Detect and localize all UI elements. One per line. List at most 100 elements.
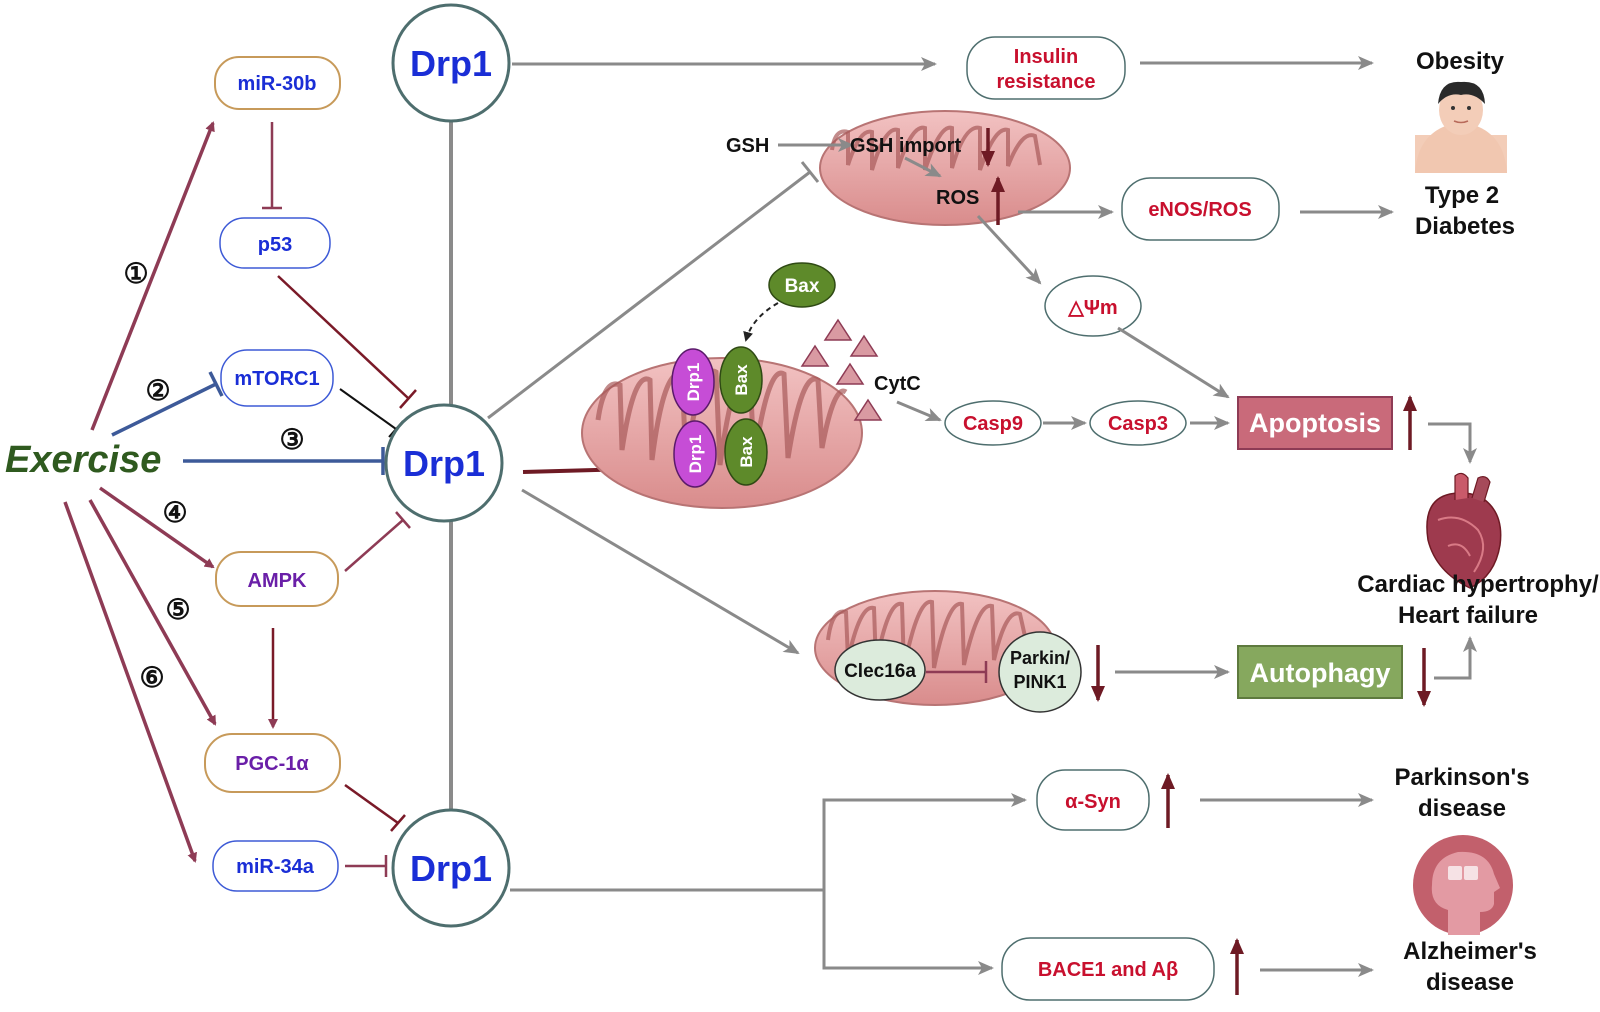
svg-text:eNOS/ROS: eNOS/ROS bbox=[1148, 199, 1251, 221]
heart-icon bbox=[1426, 472, 1502, 589]
svg-text:Drp1: Drp1 bbox=[410, 43, 492, 84]
gsh-label: GSH bbox=[726, 135, 769, 157]
drp1-protein-lower: Drp1 bbox=[673, 420, 717, 488]
ros-label: ROS bbox=[936, 187, 979, 209]
type2-label-line1: Type 2 bbox=[1425, 182, 1499, 209]
svg-text:Bax: Bax bbox=[785, 276, 820, 297]
insulin-resistance-node: Insulin resistance bbox=[966, 36, 1126, 100]
svg-text:Clec16a: Clec16a bbox=[844, 661, 916, 682]
delta-psi-node: △Ψm bbox=[1044, 275, 1142, 337]
mitochondrion-middle bbox=[581, 357, 863, 509]
alzheimers-label-line1: Alzheimer's bbox=[1403, 938, 1537, 965]
svg-text:α-Syn: α-Syn bbox=[1065, 791, 1121, 813]
pathway-number-4: ④ bbox=[162, 497, 187, 528]
svg-text:BACE1 and Aβ: BACE1 and Aβ bbox=[1038, 959, 1178, 981]
svg-text:Insulin: Insulin bbox=[1014, 46, 1078, 68]
ampk-node: AMPK bbox=[215, 551, 339, 607]
cytc-label: CytC bbox=[874, 373, 921, 395]
ros-to-delta-psi-arrow bbox=[976, 214, 1042, 285]
svg-text:Autophagy: Autophagy bbox=[1250, 658, 1391, 688]
mitochondrion-top bbox=[819, 110, 1071, 226]
pathway-number-5: ⑤ bbox=[165, 594, 190, 625]
bace1-node: BACE1 and Aβ bbox=[1001, 937, 1215, 1001]
parkin-pink1-node: Parkin/ PINK1 bbox=[998, 631, 1082, 713]
clec16a-node: Clec16a bbox=[834, 639, 926, 701]
autophagy-node: Autophagy bbox=[1237, 645, 1403, 699]
pathway-number-1: ① bbox=[123, 258, 148, 289]
alzheimers-label-line2: disease bbox=[1426, 969, 1514, 996]
cardiac-label-line1: Cardiac hypertrophy/ bbox=[1357, 571, 1599, 598]
apoptosis-to-heart-arrow bbox=[1428, 422, 1477, 464]
drp1-inhibits-gsh-import-bar bbox=[800, 161, 820, 183]
drp1-circle-top: Drp1 bbox=[391, 3, 511, 123]
mir34a-node: miR-34a bbox=[212, 840, 339, 892]
brain-head-icon bbox=[1413, 835, 1513, 935]
bax-free-protein: Bax bbox=[768, 262, 836, 308]
svg-text:AMPK: AMPK bbox=[248, 570, 307, 592]
ampk-inhibits-drp1 bbox=[344, 511, 411, 572]
svg-text:Bax: Bax bbox=[732, 364, 751, 396]
casp3-node: Casp3 bbox=[1089, 400, 1187, 446]
svg-text:miR-30b: miR-30b bbox=[238, 73, 317, 95]
exercise-inhibits-drp1 bbox=[183, 447, 385, 475]
pgc1a-node: PGC-1α bbox=[204, 733, 341, 793]
exercise-to-mir34a-arrow bbox=[63, 501, 197, 863]
exercise-to-ampk-arrow bbox=[98, 486, 215, 569]
mir34a-inhibits-drp1 bbox=[345, 855, 388, 877]
drp1-circle-middle: Drp1 bbox=[384, 403, 504, 523]
mtorc1-node: mTORC1 bbox=[220, 349, 334, 407]
bax-protein-upper: Bax bbox=[719, 346, 763, 414]
pathway-number-3: ③ bbox=[279, 424, 304, 455]
svg-text:p53: p53 bbox=[258, 234, 292, 256]
exercise-to-pgc1a-arrow bbox=[88, 499, 217, 726]
drp1-to-bace1-connector bbox=[822, 890, 994, 975]
mir30b-inhibits-p53 bbox=[262, 122, 282, 210]
autophagy-to-heart-arrow bbox=[1434, 636, 1477, 680]
svg-text:PINK1: PINK1 bbox=[1013, 672, 1066, 692]
bax-recruitment-dashed-arrow bbox=[743, 302, 779, 342]
clec16a-inhibits-parkin bbox=[926, 661, 988, 683]
delta-psi-to-apoptosis-arrow bbox=[1117, 326, 1230, 399]
obesity-label: Obesity bbox=[1416, 48, 1505, 75]
drp1-to-neuro-connector bbox=[510, 793, 1027, 892]
drp1-inhibits-gsh-import-line bbox=[487, 170, 811, 420]
p53-inhibits-drp1 bbox=[277, 275, 417, 409]
svg-text:Drp1: Drp1 bbox=[403, 443, 485, 484]
svg-text:Drp1: Drp1 bbox=[410, 848, 492, 889]
mtorc1-inhibits-drp1 bbox=[339, 388, 404, 438]
bax-protein-lower: Bax bbox=[724, 418, 768, 486]
pathway-number-6: ⑥ bbox=[139, 662, 164, 693]
drp1-protein-upper: Drp1 bbox=[671, 348, 715, 416]
svg-text:PGC-1α: PGC-1α bbox=[235, 753, 309, 775]
drp1-to-autophagy-mito-arrow bbox=[521, 488, 800, 655]
asyn-node: α-Syn bbox=[1036, 769, 1150, 831]
gsh-import-label: GSH import bbox=[850, 135, 961, 157]
casp9-node: Casp9 bbox=[944, 400, 1042, 446]
exercise-inhibits-mtorc1 bbox=[111, 371, 224, 437]
svg-text:Casp9: Casp9 bbox=[963, 413, 1023, 435]
exercise-to-mir30b-arrow bbox=[90, 121, 215, 431]
svg-text:mTORC1: mTORC1 bbox=[234, 368, 319, 390]
exercise-label: Exercise bbox=[5, 439, 161, 481]
svg-text:resistance: resistance bbox=[997, 71, 1096, 93]
svg-text:Drp1: Drp1 bbox=[684, 363, 703, 402]
p53-node: p53 bbox=[219, 217, 331, 269]
cytc-triangles bbox=[800, 318, 883, 421]
drp1-circle-bottom: Drp1 bbox=[391, 808, 511, 928]
cardiac-label-line2: Heart failure bbox=[1398, 602, 1538, 629]
svg-text:miR-34a: miR-34a bbox=[236, 856, 315, 878]
obese-person-icon bbox=[1415, 81, 1507, 173]
mir30b-node: miR-30b bbox=[214, 56, 341, 110]
svg-text:Apoptosis: Apoptosis bbox=[1249, 408, 1381, 438]
svg-text:Drp1: Drp1 bbox=[686, 435, 705, 474]
parkinsons-label-line1: Parkinson's bbox=[1394, 764, 1529, 791]
pathway-number-2: ② bbox=[145, 375, 170, 406]
apoptosis-node: Apoptosis bbox=[1237, 396, 1393, 450]
svg-text:Parkin/: Parkin/ bbox=[1010, 648, 1070, 668]
svg-text:Bax: Bax bbox=[737, 436, 756, 468]
enos-ros-node: eNOS/ROS bbox=[1121, 177, 1280, 241]
svg-text:Casp3: Casp3 bbox=[1108, 413, 1168, 435]
svg-text:△Ψm: △Ψm bbox=[1067, 297, 1117, 319]
type2-label-line2: Diabetes bbox=[1415, 213, 1515, 240]
